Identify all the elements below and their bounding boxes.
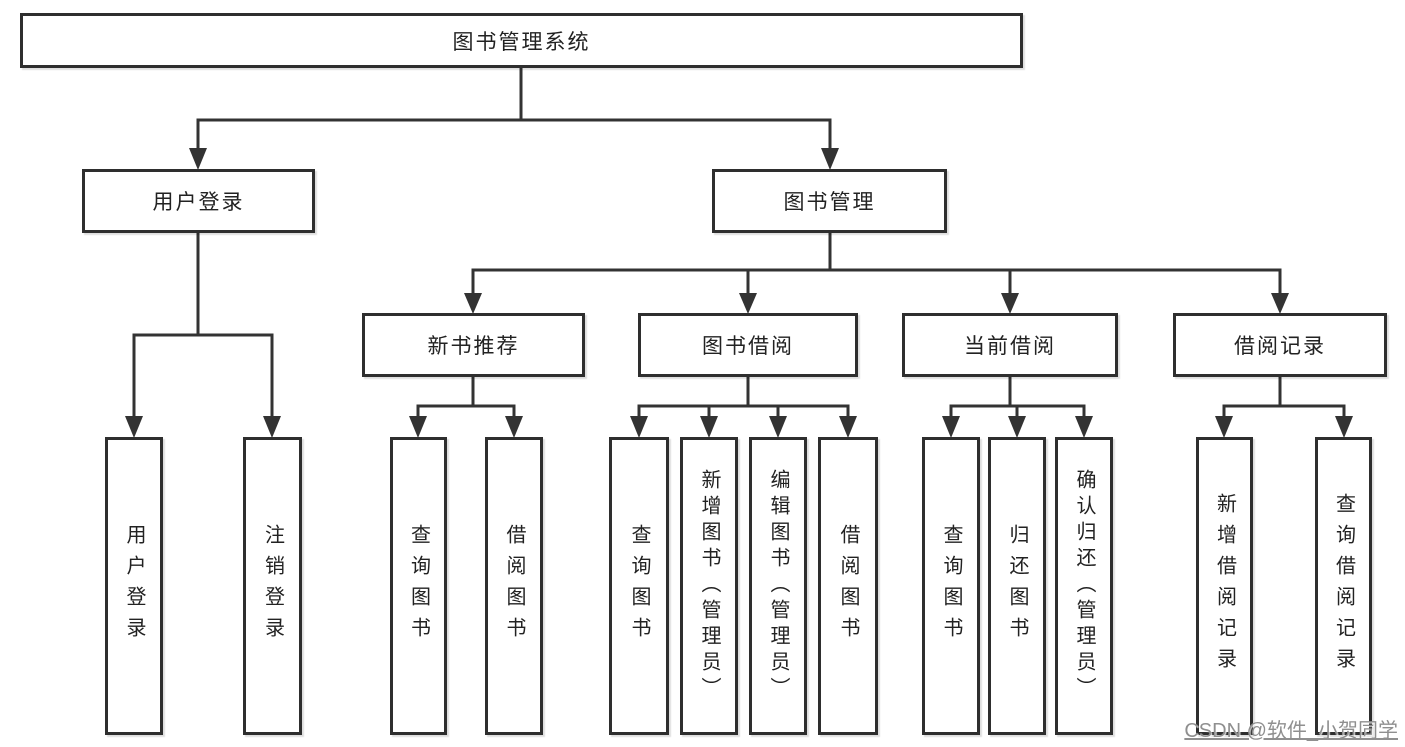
leaf-confirm-return-admin-label: 确认归还（管理员）	[1073, 469, 1095, 703]
leaf-logout: 注销登录	[243, 437, 302, 735]
node-book-borrow-label: 图书借阅	[702, 335, 794, 358]
node-root-label: 图书管理系统	[452, 30, 591, 54]
node-user-login-label: 用户登录	[152, 191, 245, 214]
leaf-return-book-label: 归还图书	[1006, 524, 1028, 648]
leaf-add-borrow-record-label: 新增借阅记录	[1213, 493, 1236, 679]
leaf-query-books-borrow-label: 查询图书	[628, 524, 650, 648]
leaf-add-borrow-record: 新增借阅记录	[1196, 437, 1253, 735]
leaf-query-books-borrow: 查询图书	[609, 437, 669, 735]
leaf-borrow-books-recommend-label: 借阅图书	[503, 524, 525, 648]
leaf-edit-book-admin: 编辑图书（管理员）	[749, 437, 807, 735]
node-new-book-recommend: 新书推荐	[362, 313, 585, 377]
node-user-login: 用户登录	[82, 169, 315, 233]
leaf-query-books-current-label: 查询图书	[940, 524, 962, 648]
leaf-edit-book-admin-label: 编辑图书（管理员）	[767, 469, 789, 703]
leaf-confirm-return-admin: 确认归还（管理员）	[1055, 437, 1113, 735]
node-book-borrow: 图书借阅	[638, 313, 858, 377]
node-root: 图书管理系统	[20, 13, 1023, 68]
node-current-borrow: 当前借阅	[902, 313, 1118, 377]
node-book-management-label: 图书管理	[783, 191, 876, 214]
node-book-management: 图书管理	[712, 169, 947, 233]
leaf-borrow-books-recommend: 借阅图书	[485, 437, 543, 735]
leaf-query-books-recommend: 查询图书	[390, 437, 447, 735]
node-current-borrow-label: 当前借阅	[964, 335, 1056, 358]
leaf-logout-label: 注销登录	[261, 524, 284, 648]
leaf-borrow-books-label: 借阅图书	[837, 524, 859, 648]
leaf-return-book: 归还图书	[988, 437, 1046, 735]
node-borrow-records: 借阅记录	[1173, 313, 1387, 377]
node-new-book-recommend-label: 新书推荐	[427, 335, 520, 358]
leaf-add-book-admin: 新增图书（管理员）	[680, 437, 738, 735]
leaf-add-book-admin-label: 新增图书（管理员）	[698, 469, 720, 703]
leaf-query-books-recommend-label: 查询图书	[407, 524, 430, 648]
csdn-watermark: CSDN @软件_小贺同学	[1184, 720, 1398, 742]
leaf-user-login: 用户登录	[105, 437, 163, 735]
leaf-borrow-books: 借阅图书	[818, 437, 878, 735]
leaf-query-books-current: 查询图书	[922, 437, 980, 735]
leaf-user-login-label: 用户登录	[123, 524, 145, 648]
node-borrow-records-label: 借阅记录	[1234, 335, 1326, 358]
leaf-query-borrow-record-label: 查询借阅记录	[1332, 493, 1355, 679]
leaf-query-borrow-record: 查询借阅记录	[1315, 437, 1372, 735]
